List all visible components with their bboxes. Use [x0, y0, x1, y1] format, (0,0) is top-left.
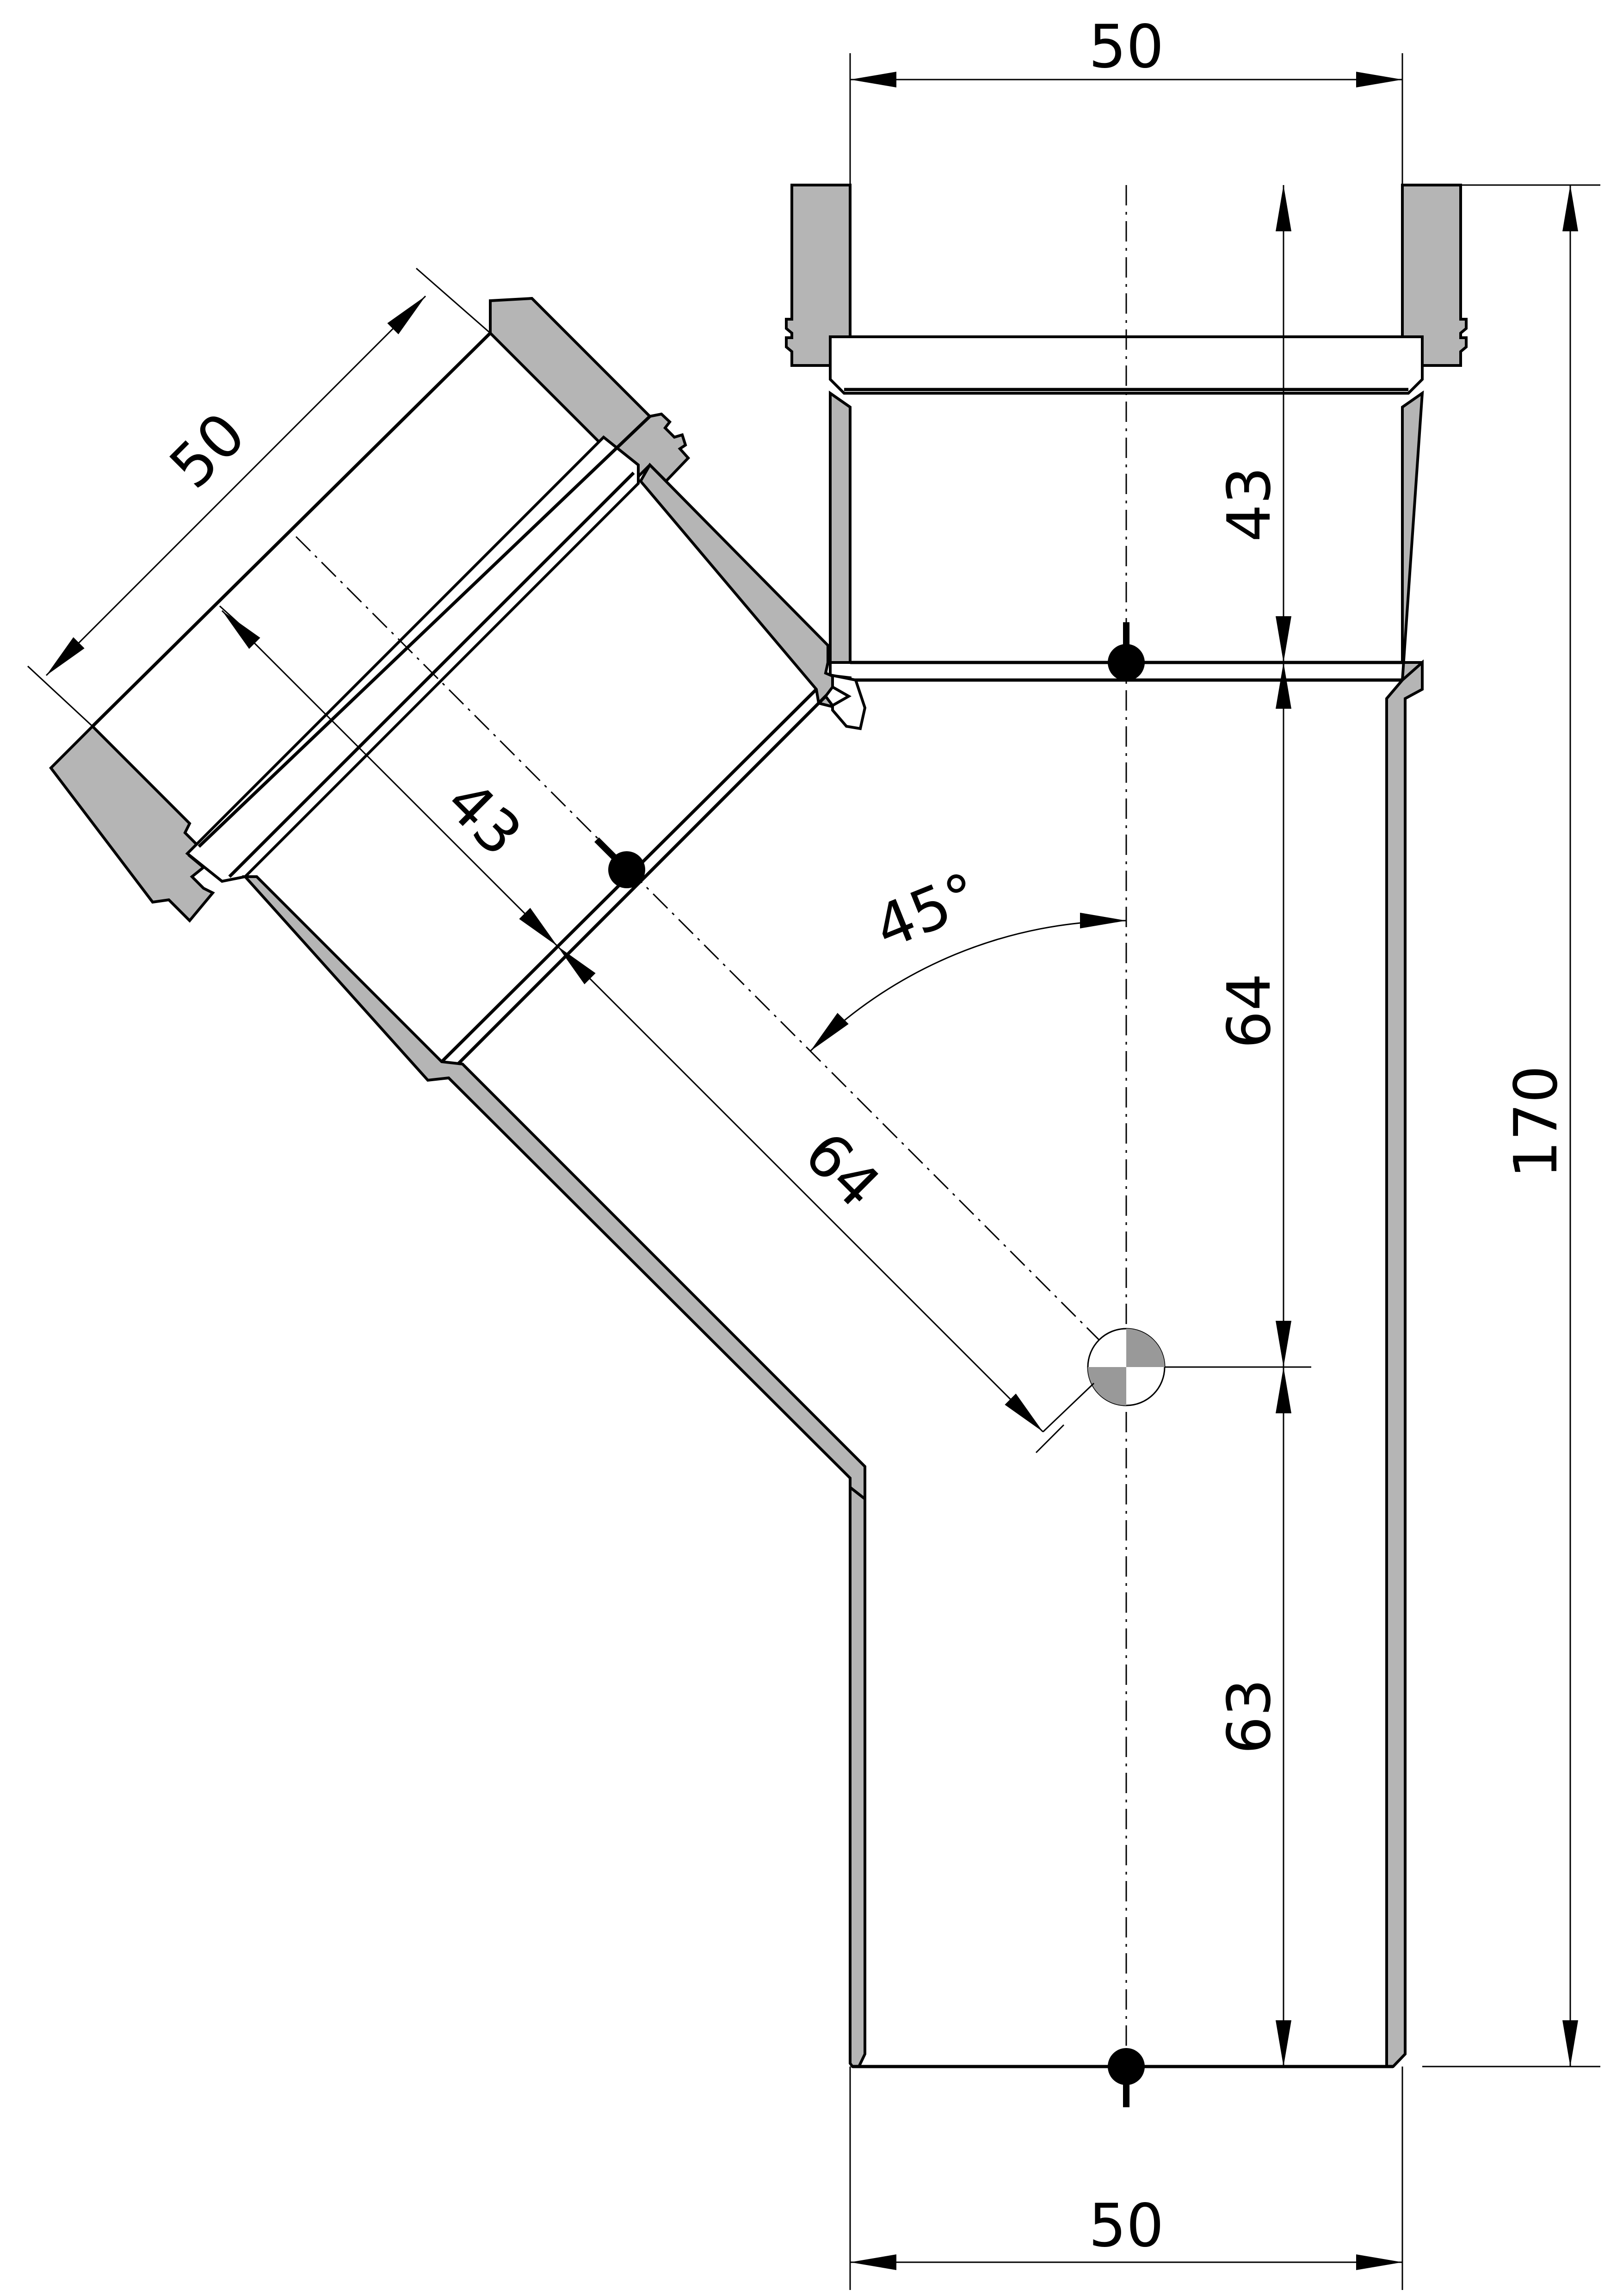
branch-seal-ring	[185, 435, 640, 883]
branch-seal-line	[228, 471, 635, 878]
dim-overall-length-label: 170	[1502, 1065, 1571, 1178]
connection-point-arrow-icon	[594, 622, 1145, 2107]
dim-top-diameter-label: 50	[1089, 12, 1164, 81]
dim-top-diameter: 50	[849, 12, 1403, 185]
main-wall-right-body	[1385, 659, 1424, 2068]
main-wall-right-socket	[1401, 390, 1424, 681]
dim-branch-length-label: 64	[791, 1119, 893, 1221]
dim-bottom-diameter-label: 50	[1089, 2191, 1164, 2260]
dim-angle: 45°	[809, 860, 1127, 1052]
dim-branch-diameter-label: 50	[157, 400, 259, 502]
quartered-circle-icon	[1087, 1328, 1311, 1406]
center-lines	[295, 185, 1127, 2067]
branch-socket-inner	[197, 415, 651, 848]
branch-socket-wall-upper	[489, 297, 691, 483]
main-wall-left-socket	[829, 390, 852, 681]
branch-wall-lower	[242, 875, 866, 1502]
branch-lug	[831, 674, 867, 730]
branch-wall-upper	[639, 463, 858, 712]
dim-main-upper-length-label: 64	[1215, 973, 1284, 1049]
branch-lug-hole	[824, 685, 852, 707]
branch-step-line-2	[457, 693, 829, 1065]
dim-right-stack: 43 64 63 170	[1215, 184, 1600, 2067]
branch-pipe	[49, 297, 867, 1502]
branch-socket-wall-lower	[49, 724, 215, 923]
main-wall-left-body	[849, 1484, 866, 2068]
dim-branch-socket-depth-label: 43	[432, 767, 535, 870]
dim-bottom-diameter: 50	[849, 2067, 1403, 2290]
angle-label: 45°	[865, 860, 988, 963]
dim-main-socket-depth-label: 43	[1215, 467, 1284, 542]
dim-main-lower-length-label: 63	[1215, 1679, 1284, 1754]
main-seal-ring	[829, 335, 1424, 395]
